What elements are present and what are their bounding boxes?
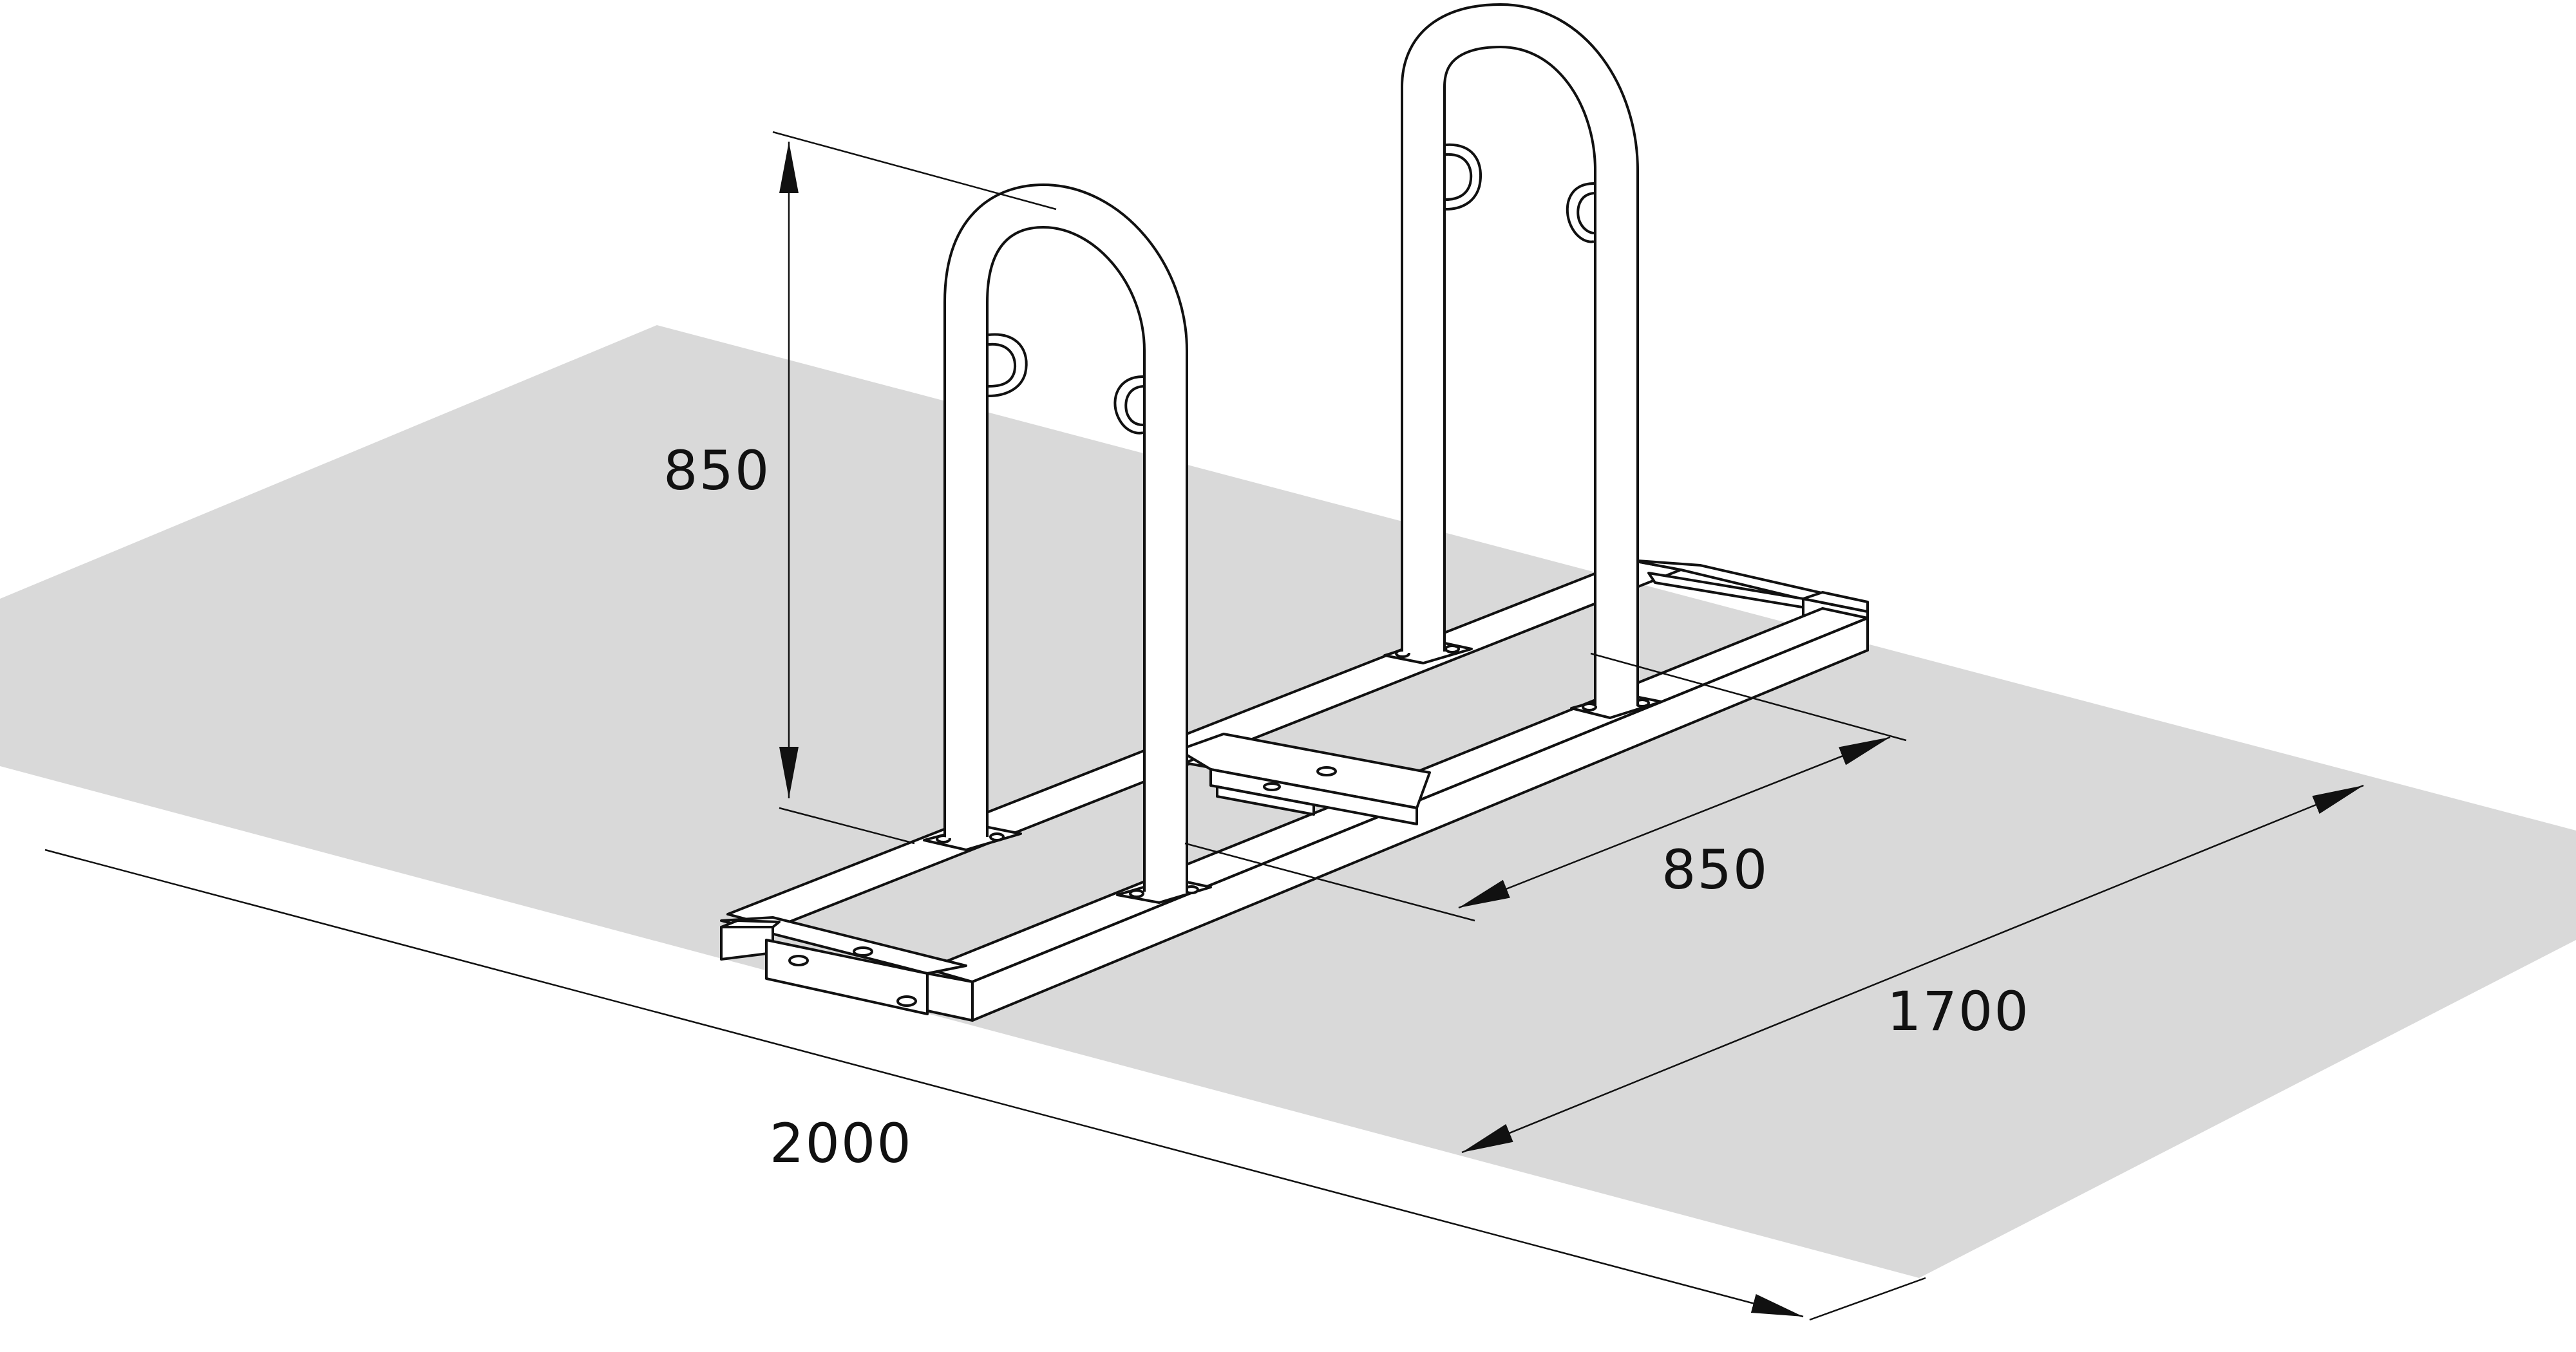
length-dimension-label: 2000 — [770, 1112, 913, 1175]
spacing-dimension-label: 850 — [1662, 838, 1768, 901]
right-u-bar — [1401, 3, 1639, 706]
width-dimension: 1700 — [1461, 784, 2364, 1154]
height-dimension: 850 — [663, 131, 1057, 845]
width-dimension-label: 1700 — [1887, 980, 2030, 1043]
length-dimension: 2000 — [44, 849, 1926, 1321]
left-u-bar — [943, 183, 1188, 893]
height-dimension-label: 850 — [663, 439, 770, 502]
